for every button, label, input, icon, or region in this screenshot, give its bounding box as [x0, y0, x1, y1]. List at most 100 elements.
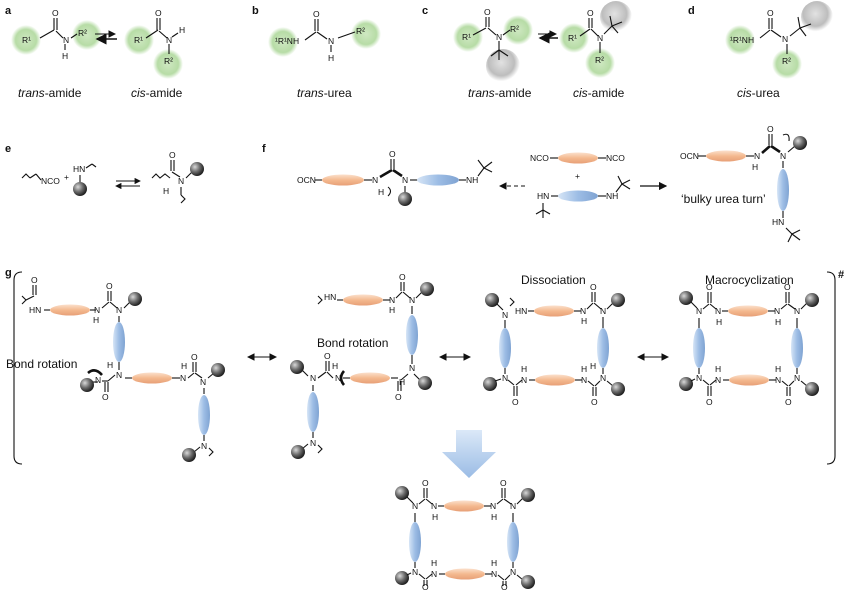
- atom-N: N: [310, 373, 316, 383]
- atom-N: N: [715, 306, 721, 316]
- green-blob: [503, 15, 533, 45]
- atom-O: O: [767, 8, 774, 18]
- atom-R2: R²: [782, 56, 791, 66]
- blue-linker: [777, 169, 789, 211]
- atom-N: N: [754, 151, 760, 161]
- atom-O: O: [422, 582, 429, 590]
- rotation-arrow: [339, 370, 346, 386]
- atom-O: O: [169, 150, 176, 160]
- orange-linker: [444, 500, 484, 512]
- right-bracket: [826, 271, 836, 465]
- atom-NH: NH: [466, 175, 478, 185]
- atom-O: O: [785, 397, 792, 407]
- gray-blob: [801, 1, 833, 33]
- orange-linker: [729, 374, 769, 386]
- atom-N: N: [510, 501, 516, 511]
- atom-N: N: [490, 501, 496, 511]
- atom-N: N: [310, 438, 316, 448]
- atom-N: N: [431, 569, 437, 579]
- bulky-urea-turn-label: ‘bulky urea turn’: [681, 192, 766, 206]
- bulky-ball: [418, 376, 432, 390]
- atom-N: N: [63, 35, 69, 45]
- atom-N: N: [794, 306, 800, 316]
- atom-H: H: [491, 558, 497, 568]
- bulky-ball: [611, 382, 625, 396]
- atom-O: O: [313, 9, 320, 19]
- green-blob: [268, 27, 298, 57]
- atom-N: N: [715, 375, 721, 385]
- bulky-ball: [290, 360, 304, 374]
- bulky-ball: [395, 486, 409, 500]
- atom-HN: HN: [73, 164, 85, 174]
- atom-H: H: [491, 512, 497, 522]
- atom-O: O: [706, 282, 713, 292]
- atom-O: O: [512, 397, 519, 407]
- panel-e-reaction: NCO + HN O N H: [21, 150, 204, 204]
- atom-N: N: [600, 373, 606, 383]
- atom-N: N: [510, 567, 516, 577]
- atom-N: N: [328, 36, 334, 46]
- green-blob: [772, 49, 802, 79]
- panel-a-trans-amide: O R¹ N R² H: [11, 8, 102, 61]
- atom-HN: HN: [29, 305, 41, 315]
- atom-H: H: [715, 364, 721, 374]
- panel-d-cis-urea: ¹R¹NH O N R²: [725, 1, 833, 79]
- orange-linker: [322, 174, 364, 186]
- atom-H: H: [581, 316, 587, 326]
- gray-blob: [600, 1, 632, 33]
- atom-N: N: [389, 295, 395, 305]
- caption-trans-urea: trans-urea: [297, 86, 352, 100]
- atom-R1: R¹: [22, 35, 31, 45]
- atom-OCN: OCN: [297, 175, 316, 185]
- blue-linker: [693, 328, 705, 368]
- atom-N: N: [521, 375, 527, 385]
- green-blob: [351, 19, 381, 49]
- atom-N: N: [496, 32, 502, 42]
- atom-H: H: [93, 315, 99, 325]
- atom-N: N: [166, 35, 172, 45]
- panel-letter-e: e: [5, 143, 11, 155]
- atom-O: O: [399, 272, 406, 282]
- blue-linker: [417, 174, 459, 186]
- atom-O: O: [395, 392, 402, 402]
- blue-linker: [409, 522, 421, 562]
- atom-H: H: [581, 364, 587, 374]
- rotation-arrow: [87, 369, 103, 376]
- atom-NCO: NCO: [606, 153, 625, 163]
- atom-N: N: [502, 373, 508, 383]
- atom-H: H: [332, 361, 338, 371]
- bulky-ball: [73, 182, 87, 196]
- blue-linker: [113, 322, 125, 362]
- atom-N: N: [116, 305, 122, 315]
- atom-R2: R²: [595, 55, 604, 65]
- gray-blob: [486, 49, 520, 83]
- bulky-ball: [211, 363, 225, 377]
- bulky-ball: [291, 445, 305, 459]
- left-bracket: [13, 271, 23, 465]
- panel-letter-f: f: [262, 143, 266, 155]
- atom-R2: R²: [510, 24, 519, 34]
- atom-N: N: [94, 305, 100, 315]
- orange-linker: [350, 372, 390, 384]
- plus-sign: +: [64, 172, 69, 182]
- atom-O: O: [484, 7, 491, 17]
- atom-R1NH: ¹R¹NH: [275, 36, 299, 46]
- atom-H: H: [389, 305, 395, 315]
- atom-N: N: [794, 373, 800, 383]
- atom-H: H: [752, 162, 758, 172]
- plus-sign: +: [575, 171, 580, 181]
- panel-b-trans-urea: ¹R¹NH O N R² H: [268, 9, 381, 63]
- panel-letter-a: a: [5, 5, 12, 17]
- bulky-ball: [805, 293, 819, 307]
- atom-N: N: [372, 175, 378, 185]
- panel-f-bulky-turn: OCN N H O N HN: [680, 124, 807, 243]
- atom-N: N: [180, 373, 186, 383]
- atom-O: O: [324, 351, 331, 361]
- orange-linker: [343, 294, 383, 306]
- bulky-ball: [793, 136, 807, 150]
- atom-N: N: [431, 501, 437, 511]
- panel-letter-d: d: [688, 5, 695, 17]
- blue-linker: [198, 395, 210, 435]
- atom-H: H: [181, 361, 187, 371]
- caption-cis-amide-a: cis-amide: [131, 86, 183, 100]
